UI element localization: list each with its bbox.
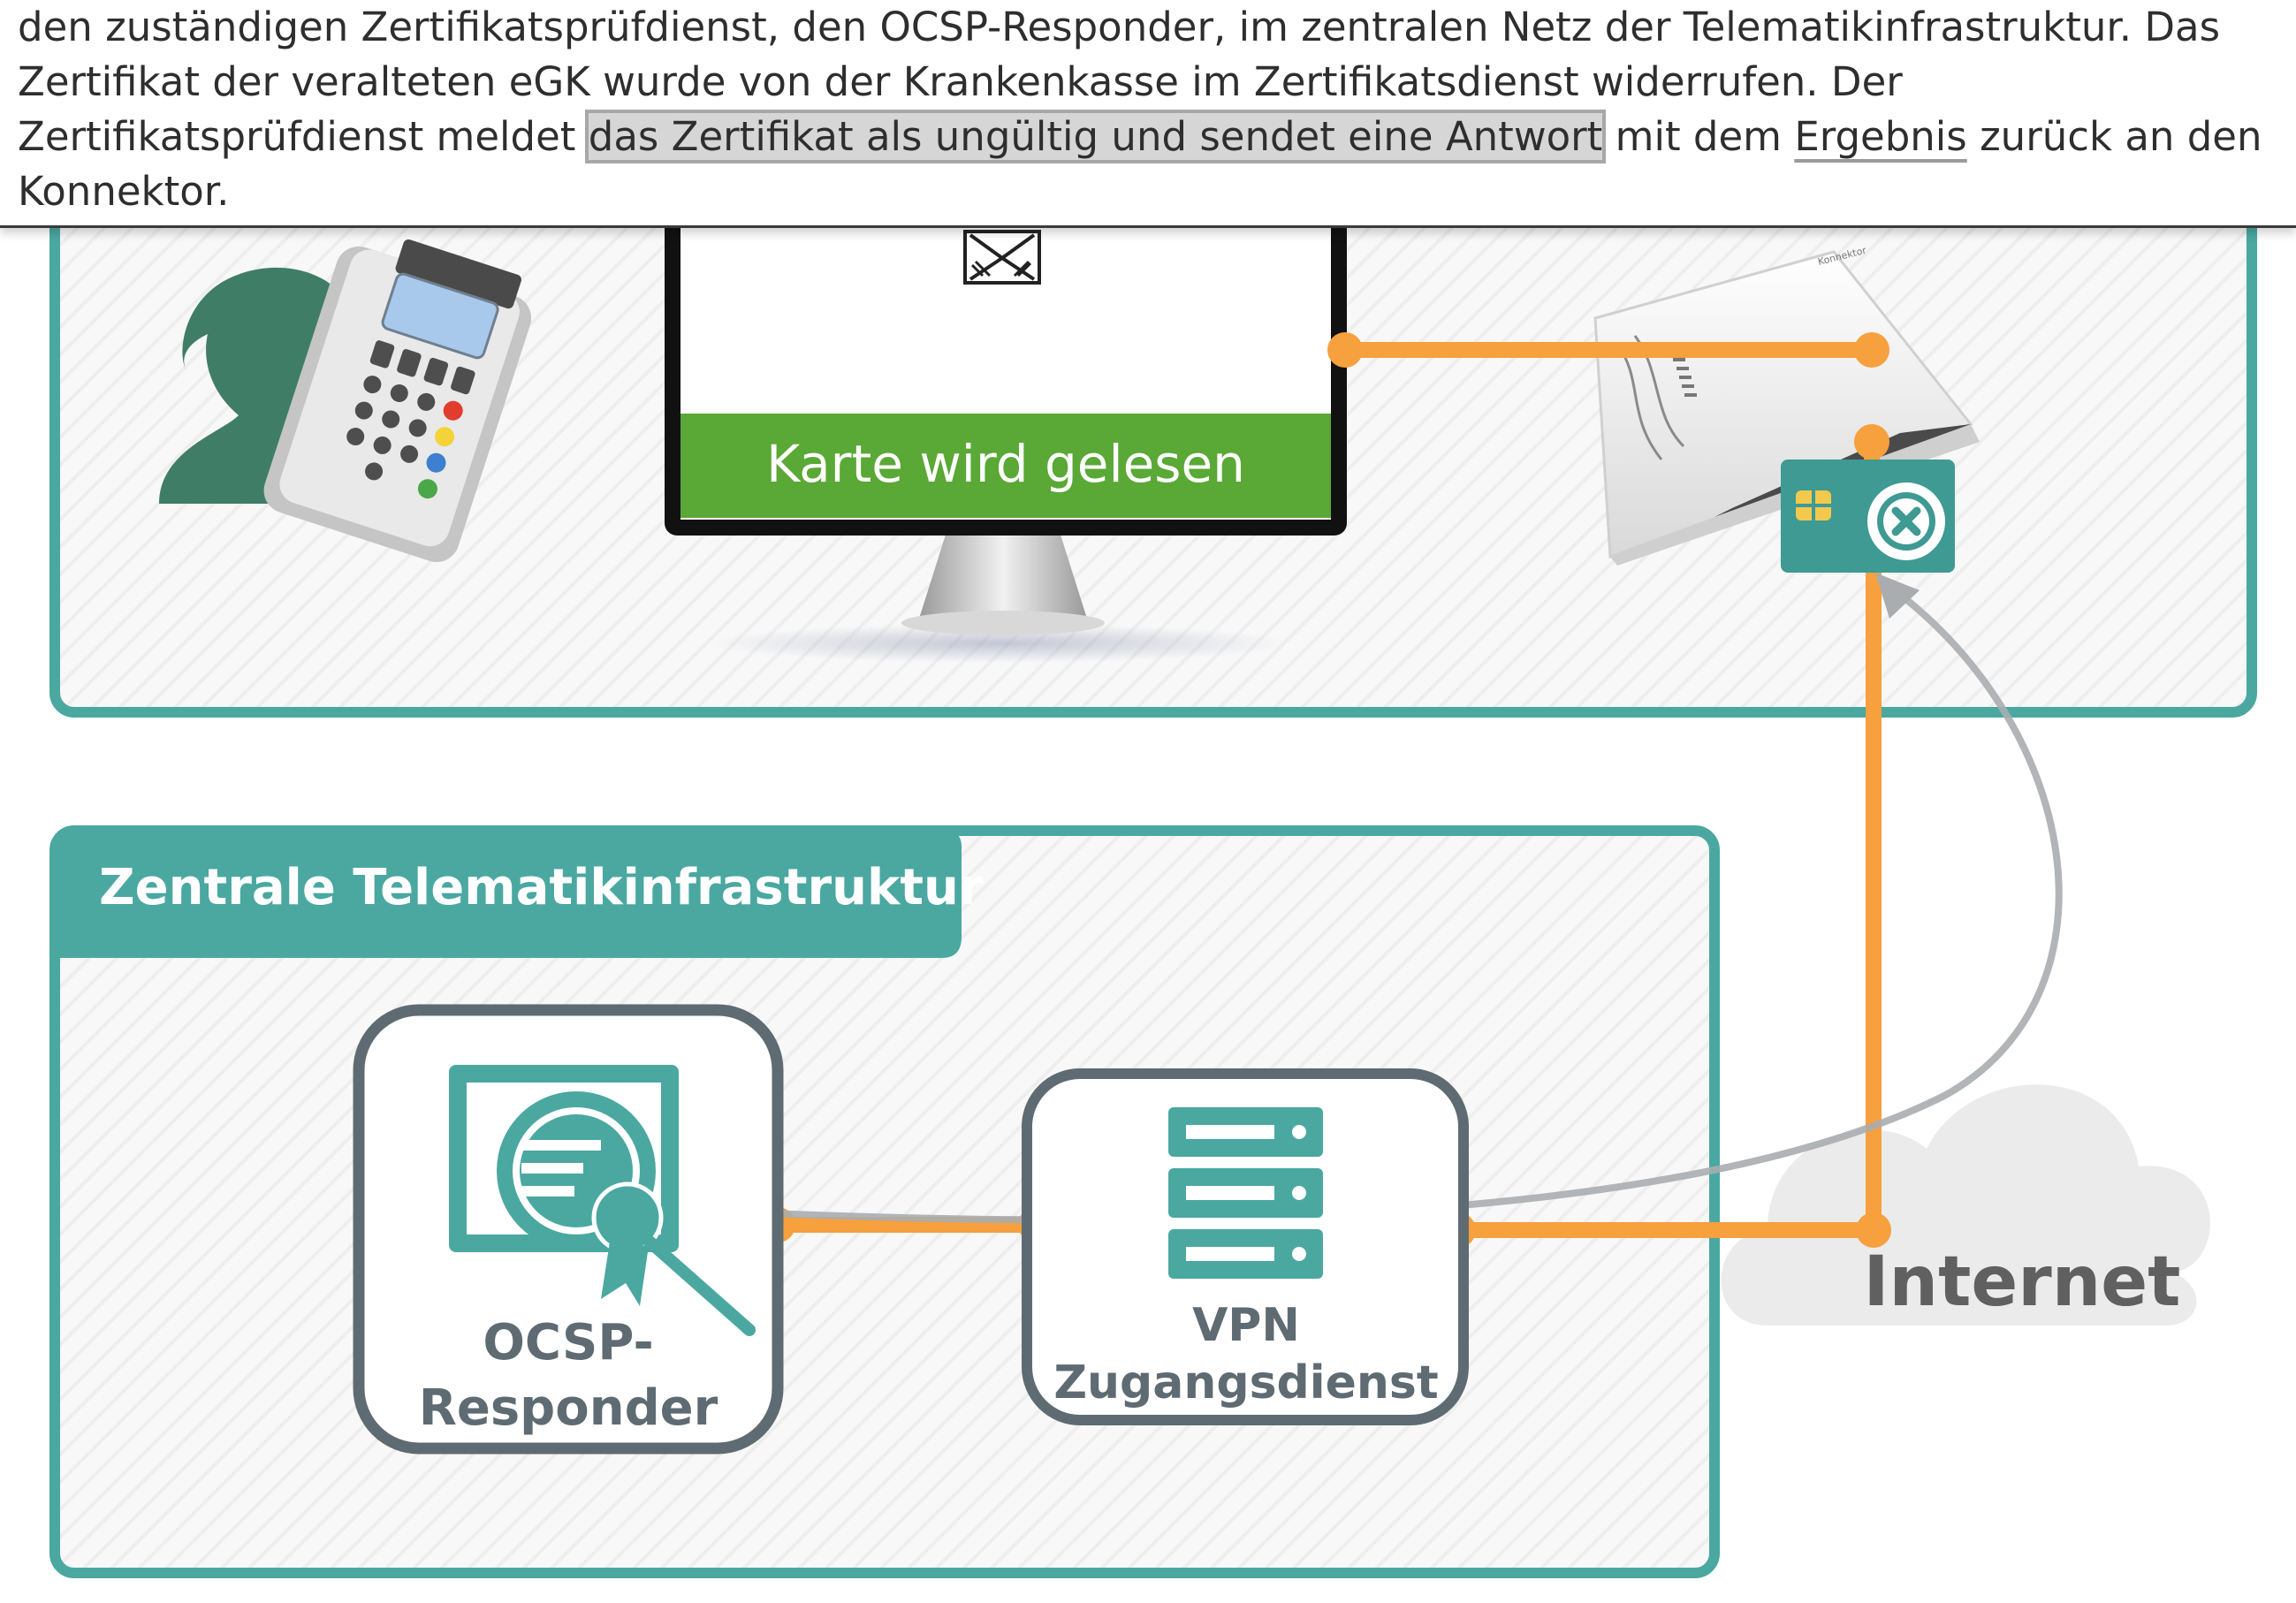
monitor-status-bar: [680, 414, 1331, 518]
response-arrow-head: [1875, 573, 1920, 619]
egk-card-icon: [1781, 460, 1955, 573]
caption-text-segment: mit dem: [1615, 113, 1782, 160]
caption-line-2: Zertifikat der veralteten eGK wurde von …: [18, 58, 1903, 105]
caption-highlighted-text[interactable]: das Zertifikat als ungültig und sendet e…: [584, 110, 1607, 163]
ocsp-responder-node: OCSP- Responder: [353, 1004, 784, 1455]
certificate-search-icon: [449, 1065, 756, 1336]
ocsp-label-line1: OCSP-: [483, 1314, 653, 1371]
ocsp-label-line2: Responder: [419, 1379, 718, 1437]
card-terminal-icon: [263, 239, 532, 563]
caption-line-3: Zertifikatsprüfdienst meldet das Zertifi…: [18, 110, 2296, 164]
caption-panel: den zuständigen Zertifikatsprüfdienst, d…: [0, 0, 2296, 228]
connection-lines: [770, 342, 1882, 1238]
caption-underlined-text[interactable]: Ergebnis: [1794, 113, 1967, 160]
internet-label: Internet: [1864, 1242, 2181, 1322]
vpn-label-line2: Zugangsdienst: [1053, 1356, 1438, 1409]
central-ti-title: Zentrale Telematikinfrastruktur: [99, 859, 984, 916]
caption-text-segment: Zertifikatsprüfdienst meldet: [18, 113, 576, 160]
vpn-label-line1: VPN: [1192, 1299, 1300, 1352]
vpn-node: VPN Zugangsdienst: [1022, 1068, 1469, 1425]
internet-cloud-icon: Internet: [1721, 1084, 2210, 1326]
caption-text-segment: zurück an den: [1980, 113, 2262, 160]
monitor-status-text: Karte wird gelesen: [766, 434, 1245, 494]
hourglass-icon: [963, 230, 1041, 285]
caption-line-4: Konnektor.: [18, 168, 230, 215]
caption-line-1: den zuständigen Zertifikatsprüfdienst, d…: [18, 4, 2221, 50]
central-ti-title-tab: [55, 831, 962, 958]
revoked-seal-icon: [1867, 482, 1945, 560]
